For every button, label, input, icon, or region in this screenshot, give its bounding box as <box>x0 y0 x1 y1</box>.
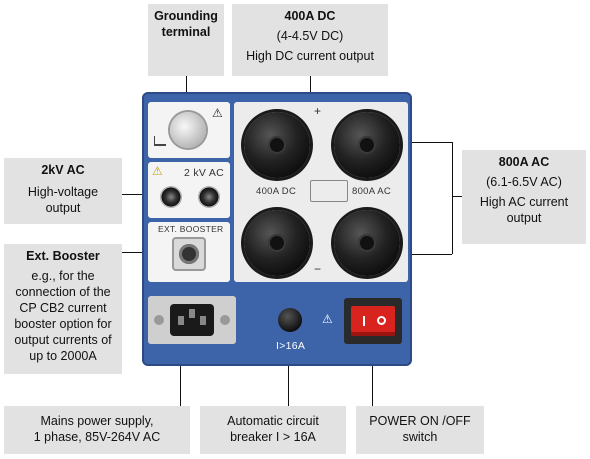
hv-2kv-plate: ⚠ 2 kV AC <box>148 162 230 218</box>
callout-power-l1: POWER ON /OFF <box>369 414 471 428</box>
cable-pictogram-icon <box>310 180 348 202</box>
callout-mains-l1: Mains power supply, <box>40 414 154 428</box>
callout-grounding-line2: terminal <box>161 25 211 39</box>
callout-400a-dc-desc: High DC current output <box>246 49 374 63</box>
callout-2kv-ac: 2kV AC High-voltage output <box>4 158 122 224</box>
callout-grounding-line1: Grounding <box>154 9 218 23</box>
callout-ext-booster-title: Ext. Booster <box>26 249 100 263</box>
callout-circuit-breaker: Automatic circuit breaker I > 16A <box>200 406 346 454</box>
callout-ext-booster-l3: CP CB2 current <box>19 301 107 315</box>
callout-800a-ac-title: 800A AC <box>498 155 550 169</box>
leader-mains <box>180 334 181 406</box>
callout-800a-ac-desc1: High AC current <box>479 195 569 209</box>
callout-400a-dc: 400A DC (4-4.5V DC) High DC current outp… <box>232 4 388 76</box>
callout-400a-dc-title: 400A DC <box>284 9 336 23</box>
circuit-breaker-label: I>16A <box>276 340 306 352</box>
grounding-terminal[interactable] <box>170 112 206 148</box>
callout-800a-ac-range: (6.1-6.5V AC) <box>486 175 562 189</box>
leader-400dc <box>310 76 311 98</box>
hv-warning-icon: ⚠ <box>152 164 163 178</box>
callout-breaker-l2: breaker I > 16A <box>230 430 316 444</box>
callout-power-l2: switch <box>402 430 438 444</box>
booster-plate: EXT. BOOSTER <box>148 222 230 282</box>
leader-800ac-vert <box>452 142 453 254</box>
dc-plus-label: + <box>314 104 322 118</box>
ac-800a-socket-bottom[interactable] <box>334 210 400 276</box>
dc-400a-label: 400A DC <box>256 186 297 197</box>
leader-800ac-top <box>412 142 452 143</box>
dc-400a-socket-minus[interactable] <box>244 210 310 276</box>
dc-400a-socket-plus[interactable] <box>244 112 310 178</box>
callout-800a-ac: 800A AC (6.1-6.5V AC) High AC current ou… <box>462 150 586 244</box>
callout-ext-booster-l5: output currents of <box>14 333 112 347</box>
mains-inlet[interactable] <box>148 296 236 344</box>
hv-socket-2[interactable] <box>198 186 220 208</box>
hv-socket-1[interactable] <box>160 186 182 208</box>
callout-ext-booster-l2: connection of the <box>15 285 111 299</box>
dc-minus-label: − <box>314 262 322 276</box>
ac-800a-label: 800A AC <box>352 186 392 197</box>
grounding-warning-icon: ⚠ <box>212 106 223 120</box>
leader-breaker <box>288 346 289 406</box>
device-front-panel: ⚠ ⚠ 2 kV AC EXT. BOOSTER + 400A DC 800A … <box>142 92 412 366</box>
callout-ext-booster-l4: booster option for <box>14 317 112 331</box>
power-switch[interactable] <box>344 298 402 344</box>
callout-mains-power: Mains power supply, 1 phase, 85V-264V AC <box>4 406 190 454</box>
ac-800a-socket-top[interactable] <box>334 112 400 178</box>
breaker-warning-icon: ⚠ <box>322 312 333 326</box>
current-output-plate: + 400A DC 800A AC − <box>234 102 408 282</box>
grounding-plate: ⚠ <box>148 102 230 158</box>
booster-connector[interactable] <box>172 237 206 271</box>
booster-label: EXT. BOOSTER <box>158 224 224 234</box>
callout-2kv-ac-desc1: High-voltage <box>27 185 99 199</box>
leader-power <box>372 334 373 406</box>
callout-ext-booster-l6: up to 2000A <box>29 349 97 363</box>
callout-2kv-ac-title: 2kV AC <box>41 163 85 177</box>
leader-800ac-bot <box>412 254 452 255</box>
callout-breaker-l1: Automatic circuit <box>227 414 319 428</box>
callout-ext-booster-l1: e.g., for the <box>31 269 95 283</box>
hv-2kv-label: 2 kV AC <box>184 167 225 179</box>
callout-2kv-ac-desc2: output <box>45 201 81 215</box>
callout-power-switch: POWER ON /OFF switch <box>356 406 484 454</box>
ground-symbol-icon <box>154 136 166 146</box>
callout-400a-dc-range: (4-4.5V DC) <box>276 29 344 43</box>
callout-grounding-terminal: Grounding terminal <box>148 4 224 76</box>
callout-800a-ac-desc2: output <box>506 211 542 225</box>
callout-ext-booster: Ext. Booster e.g., for the connection of… <box>4 244 122 374</box>
callout-mains-l2: 1 phase, 85V-264V AC <box>33 430 161 444</box>
circuit-breaker-button[interactable] <box>278 308 302 332</box>
leader-800ac-mid <box>452 196 462 197</box>
